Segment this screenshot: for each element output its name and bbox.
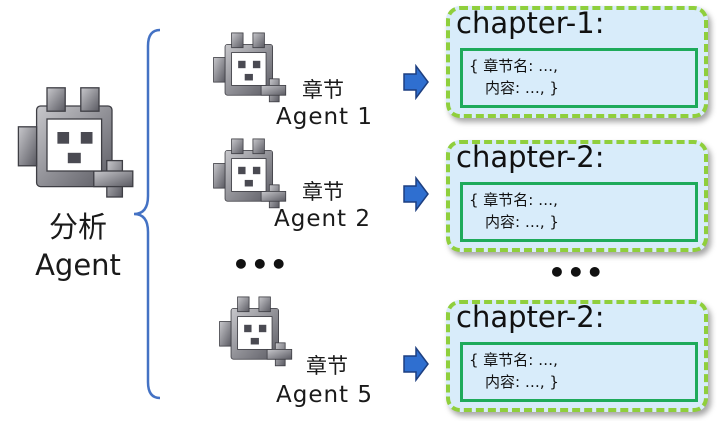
arrow-right-icon	[403, 176, 429, 212]
chapter-card-3: chapter-2: { 章节名: …, 内容: …, }	[446, 300, 708, 412]
card-line-2: 内容: …, }	[485, 213, 559, 231]
arrow-right-icon	[403, 64, 429, 100]
main-agent-label: 分析 Agent	[35, 210, 121, 282]
card-body: { 章节名: …, 内容: …, }	[460, 182, 698, 242]
main-robot-icon	[17, 87, 134, 198]
card-line-1: { 章节名: …,	[469, 57, 558, 75]
card-body: { 章节名: …, 内容: …, }	[460, 342, 698, 402]
card-line-1: { 章节名: …,	[469, 191, 558, 209]
card-body: { 章节名: …, 内容: …, }	[460, 48, 698, 108]
card-title: chapter-2:	[456, 300, 605, 334]
agent-2-label: Agent 2	[274, 206, 372, 232]
chapter-card-2: chapter-2: { 章节名: …, 内容: …, }	[446, 140, 708, 252]
card-title: chapter-1:	[456, 6, 605, 40]
cards-ellipsis: •••	[548, 256, 605, 289]
agent-5-label: Agent 5	[276, 382, 374, 408]
agent-2-name: 章节	[302, 180, 344, 204]
agent-5-name: 章节	[306, 354, 348, 378]
agents-ellipsis: •••	[232, 248, 289, 281]
card-line-2: 内容: …, }	[485, 79, 559, 97]
card-line-2: 内容: …, }	[485, 373, 559, 391]
card-title: chapter-2:	[456, 140, 605, 174]
arrow-right-icon	[403, 346, 429, 382]
robot-icon	[219, 296, 293, 367]
robot-icon	[213, 138, 287, 209]
agent-1-name: 章节	[302, 78, 344, 102]
card-line-1: { 章节名: …,	[469, 351, 558, 369]
agent-1-label: Agent 1	[276, 104, 374, 130]
left-brace	[133, 28, 161, 400]
chapter-card-1: chapter-1: { 章节名: …, 内容: …, }	[446, 6, 708, 118]
robot-icon	[213, 32, 287, 103]
